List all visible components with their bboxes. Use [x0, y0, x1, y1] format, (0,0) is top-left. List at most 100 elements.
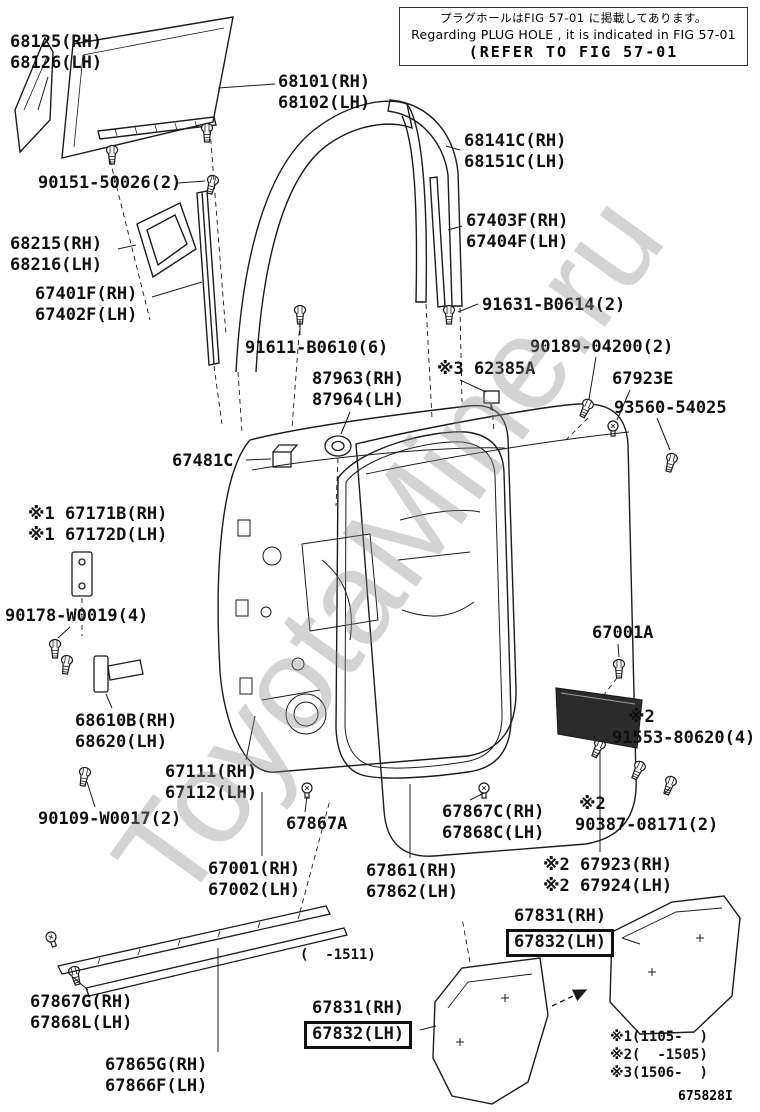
part-label-1-1105: ※1(1105- ) ※2( -1505) ※3(1506- ) [610, 1028, 708, 1082]
part-number-text: ※2 67924(LH) [543, 876, 673, 896]
frame-bracket-67923 [555, 687, 643, 749]
part-label-67867c-rh: 67867C(RH)67868C(LH) [442, 802, 544, 844]
lower-panel-right [609, 895, 741, 1035]
note-refer-text: (REFER TO FIG 57-01 [468, 43, 679, 61]
belt-molding-outer [57, 905, 331, 975]
moldings-group [57, 905, 348, 997]
part-number-text: 68125(RH) [10, 32, 103, 52]
part-number-text: ※3(1506- ) [610, 1065, 708, 1081]
part-number-text: ※1 67171B(RH) [28, 504, 168, 524]
note-english-text: Regarding PLUG HOLE , it is indicated in… [411, 27, 736, 42]
door-panels-group [217, 403, 637, 857]
part-label-67867a: 67867A [286, 814, 347, 835]
part-number-text: 90178-W0019(4) [5, 606, 149, 626]
part-label-91611-b0610-6: 91611-B0610(6) [245, 338, 388, 359]
inner-door-panel [217, 404, 517, 773]
part-number-text: 68102(LH) [278, 93, 371, 113]
hinge-67171 [71, 551, 93, 597]
part-label-68101-rh: 68101(RH)68102(LH) [278, 72, 370, 114]
part-number-text: 91631-B0614(2) [482, 295, 626, 315]
part-number-text: 87963(RH) [312, 369, 405, 389]
dashed-lines [81, 129, 618, 963]
part-label-67831-rh: 67831(RH)67832(LH) [304, 998, 413, 1049]
part-label-67923e: 67923E [612, 369, 673, 390]
part-number-text: 67867G(RH) [30, 992, 133, 1012]
part-number-text: ※1(1105- ) [610, 1029, 708, 1045]
part-number-text: ※2 [579, 794, 606, 814]
figure-code: 675828I [678, 1089, 733, 1104]
part-number-text: 67862(LH) [366, 882, 459, 902]
part-number-text: ※2( -1505) [610, 1047, 708, 1063]
part-label-90189-04200-2: 90189-04200(2) [530, 337, 673, 358]
part-label-67481c: 67481C [172, 451, 233, 472]
corner-frame-68215 [136, 202, 197, 279]
part-label-67401f-rh: 67401F(RH)67402F(LH) [35, 284, 137, 326]
note-japanese-text: プラグホールはFIG 57-01 に掲載してあります。 [440, 11, 707, 25]
part-label-90151-50026-2: 90151-50026(2) [38, 173, 181, 194]
grommet-87963 [324, 435, 352, 457]
part-label-1-67171b-rh: ※1 67171B(RH)※1 67172D(LH) [28, 504, 167, 546]
part-number-text: 67867A [286, 814, 348, 834]
part-number-text: 90151-50026(2) [38, 173, 182, 193]
part-number-text: 67404F(LH) [466, 232, 569, 252]
part-label-67861-rh: 67861(RH)67862(LH) [366, 861, 458, 903]
quarter-glass [14, 36, 54, 154]
plug-hole-note: プラグホールはFIG 57-01 に掲載してあります。 Regarding PL… [399, 7, 748, 66]
leader-lines [37, 76, 671, 1052]
part-number-text: 67112(LH) [165, 783, 258, 803]
part-label-67831-rh: 67831(RH)67832(LH) [506, 906, 615, 957]
part-number-text: 67832(LH) [304, 1019, 413, 1049]
lower-panels-group [432, 895, 741, 1105]
part-label-87963-rh: 87963(RH)87964(LH) [312, 369, 404, 411]
part-number-text: 68620(LH) [75, 732, 168, 752]
part-number-text: 67868L(LH) [30, 1013, 133, 1033]
part-number-text: 87964(LH) [312, 390, 405, 410]
part-number-text: 68610B(RH) [75, 711, 178, 731]
part-label-68610b-rh: 68610B(RH)68620(LH) [75, 711, 177, 753]
part-number-text: 67002(LH) [208, 880, 301, 900]
part-number-text: 68101(RH) [278, 72, 371, 92]
part-number-text: 67481C [172, 451, 234, 471]
part-label-67867g-rh: 67867G(RH)67868L(LH) [30, 992, 132, 1034]
part-label-3-62385a: ※3 62385A [437, 359, 535, 380]
part-number-text: 67868C(LH) [442, 823, 545, 843]
part-number-text: 67865G(RH) [105, 1055, 208, 1075]
part-number-text: 67831(RH) [312, 998, 405, 1018]
part-label-68141c-rh: 68141C(RH)68151C(LH) [464, 131, 566, 173]
direction-arrow [551, 989, 588, 1007]
part-number-text: 90189-04200(2) [530, 337, 674, 357]
part-label-1511: ( -1511) [300, 946, 376, 964]
part-number-text: 67923E [612, 369, 674, 389]
part-number-text: ( -1511) [300, 947, 376, 963]
lower-panel-left [432, 957, 549, 1105]
part-label-90109-w0017-2: 90109-W0017(2) [38, 809, 181, 830]
part-number-text: 67861(RH) [366, 861, 459, 881]
part-number-text: 67403F(RH) [466, 211, 569, 231]
part-number-text: 90387-08171(2) [575, 815, 719, 835]
part-number-text: 67401F(RH) [35, 284, 138, 304]
part-number-text: 67866F(LH) [105, 1076, 208, 1096]
part-number-text: ※3 62385A [437, 359, 536, 379]
part-label-67001a: 67001A [592, 623, 653, 644]
fasteners-group [43, 122, 680, 987]
part-number-text: 67867C(RH) [442, 802, 545, 822]
part-number-text: 68215(RH) [10, 234, 103, 254]
run-channel-67403 [429, 176, 446, 308]
part-number-text: 67831(RH) [514, 906, 607, 926]
part-label-67001-rh: 67001(RH)67002(LH) [208, 859, 300, 901]
part-number-text: 67111(RH) [165, 762, 258, 782]
part-label-67111-rh: 67111(RH)67112(LH) [165, 762, 257, 804]
cushion-67481 [272, 451, 292, 468]
part-label-91631-b0614-2: 91631-B0614(2) [482, 295, 625, 316]
part-number-text: ※2 [628, 707, 655, 727]
part-number-text: ※2 67923(RH) [543, 855, 673, 875]
part-label-90178-w0019-4: 90178-W0019(4) [5, 606, 148, 627]
part-label-67403f-rh: 67403F(RH)67404F(LH) [466, 211, 568, 253]
door-glass [61, 16, 234, 159]
part-number-text: 68151C(LH) [464, 152, 567, 172]
part-number-text: 91553-80620(4) [612, 728, 756, 748]
glass-group [14, 16, 234, 366]
